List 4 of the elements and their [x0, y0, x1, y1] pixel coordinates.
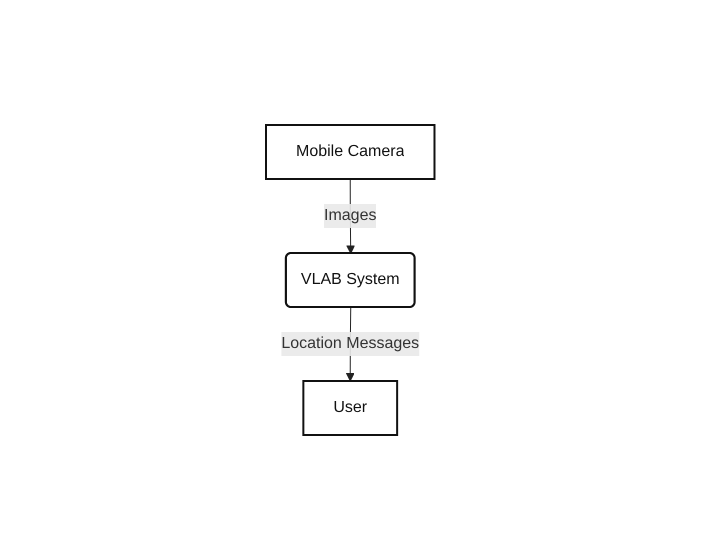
node-box: User: [302, 380, 398, 436]
edge-label: Images: [324, 207, 377, 224]
edge-label: Location Messages: [282, 335, 420, 352]
node-box: Mobile Camera: [265, 124, 436, 180]
